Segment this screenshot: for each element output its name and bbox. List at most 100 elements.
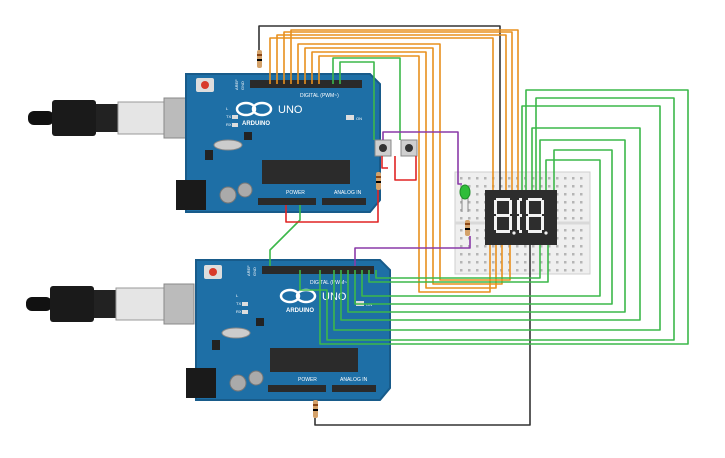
wire-green-b7[interactable] <box>333 105 661 331</box>
resistor-button[interactable] <box>376 172 381 190</box>
breadboard-hole <box>500 185 503 188</box>
breadboard-hole <box>476 177 479 180</box>
resistor-breadboard[interactable] <box>465 220 470 236</box>
breadboard-hole <box>460 229 463 232</box>
wire-green-link[interactable] <box>269 205 301 266</box>
breadboard-hole <box>548 253 551 256</box>
breadboard-hole <box>540 261 543 264</box>
breadboard-hole <box>580 185 583 188</box>
breadboard-hole <box>556 253 559 256</box>
breadboard-hole <box>564 201 567 204</box>
power-header-top <box>258 198 316 205</box>
breadboard-hole <box>556 201 559 204</box>
breadboard-hole <box>564 217 567 220</box>
wire-orange-4[interactable] <box>290 29 519 190</box>
breadboard-hole <box>516 253 519 256</box>
breadboard-hole <box>476 201 479 204</box>
breadboard-hole <box>476 217 479 220</box>
arduino-uno-top[interactable]: DIGITAL (PWM~) AREF GND ARDUINO UNO TX R… <box>176 73 381 213</box>
resistor-top-header[interactable] <box>257 50 262 68</box>
tx-label-top: TX <box>226 114 231 119</box>
breadboard-hole <box>484 269 487 272</box>
breadboard-hole <box>548 245 551 248</box>
wire-orange-7[interactable] <box>311 51 497 289</box>
breadboard-hole <box>580 193 583 196</box>
wire-red-1[interactable] <box>394 156 417 181</box>
wire-green-b3[interactable] <box>361 159 601 297</box>
breadboard-hole <box>556 229 559 232</box>
power-label-top: POWER <box>286 190 305 196</box>
usb-cable-top[interactable] <box>28 97 195 139</box>
breadboard-hole <box>572 253 575 256</box>
wire-red-2[interactable] <box>285 190 379 223</box>
breadboard-hole <box>572 245 575 248</box>
breadboard-hole <box>564 177 567 180</box>
rx-label-bottom: RX <box>236 309 242 314</box>
wire-purple-bottom[interactable] <box>354 236 471 266</box>
aref-label-bottom: AREF <box>246 265 251 276</box>
wire-green-b9[interactable] <box>299 97 675 341</box>
breadboard-hole <box>556 193 559 196</box>
wire-orange-2[interactable] <box>276 34 507 190</box>
breadboard-hole <box>564 193 567 196</box>
pushbutton-2[interactable] <box>400 139 418 157</box>
breadboard-hole <box>468 253 471 256</box>
breadboard-hole <box>564 253 567 256</box>
breadboard-hole <box>572 185 575 188</box>
wire-red-3[interactable] <box>381 156 388 169</box>
digital-label-top: DIGITAL (PWM~) <box>300 93 339 99</box>
breadboard-hole <box>564 261 567 264</box>
breadboard-hole <box>572 269 575 272</box>
breadboard-hole <box>572 237 575 240</box>
wire-green-b8[interactable] <box>319 89 689 345</box>
wire-green-b2[interactable] <box>368 245 549 283</box>
breadboard-hole <box>556 209 559 212</box>
wire-orange-5[interactable] <box>297 43 511 281</box>
analog-label-bottom: ANALOG IN <box>340 377 368 383</box>
power-label-bottom: POWER <box>298 377 317 383</box>
wire-orange-1[interactable] <box>269 37 494 190</box>
wire-black-bottom[interactable] <box>314 245 531 426</box>
pushbutton-1[interactable] <box>374 139 392 157</box>
gnd-label-bottom: GND <box>252 267 257 276</box>
green-led[interactable] <box>459 184 471 212</box>
wire-green-b4[interactable] <box>354 149 613 305</box>
breadboard-hole <box>516 261 519 264</box>
power-jack-bottom <box>186 368 216 398</box>
breadboard-hole <box>564 237 567 240</box>
breadboard-hole <box>572 261 575 264</box>
breadboard-hole <box>516 245 519 248</box>
wire-green-b6[interactable] <box>340 127 641 321</box>
tx-label-bottom: TX <box>236 301 241 306</box>
breadboard-hole <box>556 245 559 248</box>
breadboard-hole <box>492 253 495 256</box>
wire-green-b5[interactable] <box>347 139 626 313</box>
breadboard-hole <box>540 269 543 272</box>
usb-cable-bottom[interactable] <box>26 283 195 325</box>
breadboard-hole <box>548 177 551 180</box>
breadboard-hole <box>476 269 479 272</box>
breadboard-hole <box>484 177 487 180</box>
wire-green-top-1[interactable] <box>332 57 401 140</box>
wire-black-top[interactable] <box>258 25 501 190</box>
power-header-bottom <box>268 385 326 392</box>
breadboard-hole <box>572 229 575 232</box>
wire-orange-3[interactable] <box>283 31 513 190</box>
breadboard-hole <box>484 261 487 264</box>
wire-green-top-2[interactable] <box>339 61 375 140</box>
resistor-bottom[interactable] <box>313 400 318 418</box>
breadboard-hole <box>532 269 535 272</box>
breadboard-hole <box>580 269 583 272</box>
gnd-label-top: GND <box>240 81 245 90</box>
model-label-top: UNO <box>278 104 303 116</box>
wire-orange-8[interactable] <box>318 55 491 293</box>
wire-purple-top[interactable] <box>382 131 462 185</box>
wire-green-b1[interactable] <box>375 245 541 279</box>
breadboard-hole <box>548 261 551 264</box>
seven-segment-display-right[interactable] <box>522 190 557 245</box>
breadboard-hole <box>524 245 527 248</box>
breadboard-hole <box>580 245 583 248</box>
breadboard-hole <box>564 185 567 188</box>
